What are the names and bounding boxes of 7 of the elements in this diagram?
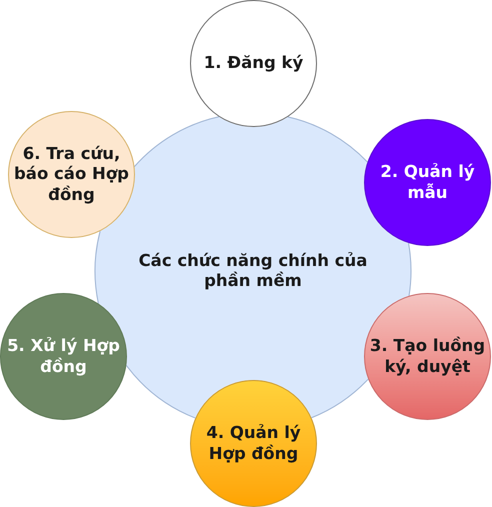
- node-label: 4. Quản lý Hợp đồng: [205, 423, 302, 464]
- node-label: 1. Đăng ký: [204, 53, 304, 74]
- node-label: 2. Quản lý mẫu: [379, 162, 476, 203]
- node-label: 3. Tạo luồng ký, duyệt: [368, 336, 486, 377]
- node-label: Các chức năng chính của phần mềm: [138, 250, 368, 292]
- node-label: 6. Tra cứu, báo cáo Hợp đồng: [13, 144, 130, 205]
- node-label: 5. Xử lý Hợp đồng: [6, 336, 121, 377]
